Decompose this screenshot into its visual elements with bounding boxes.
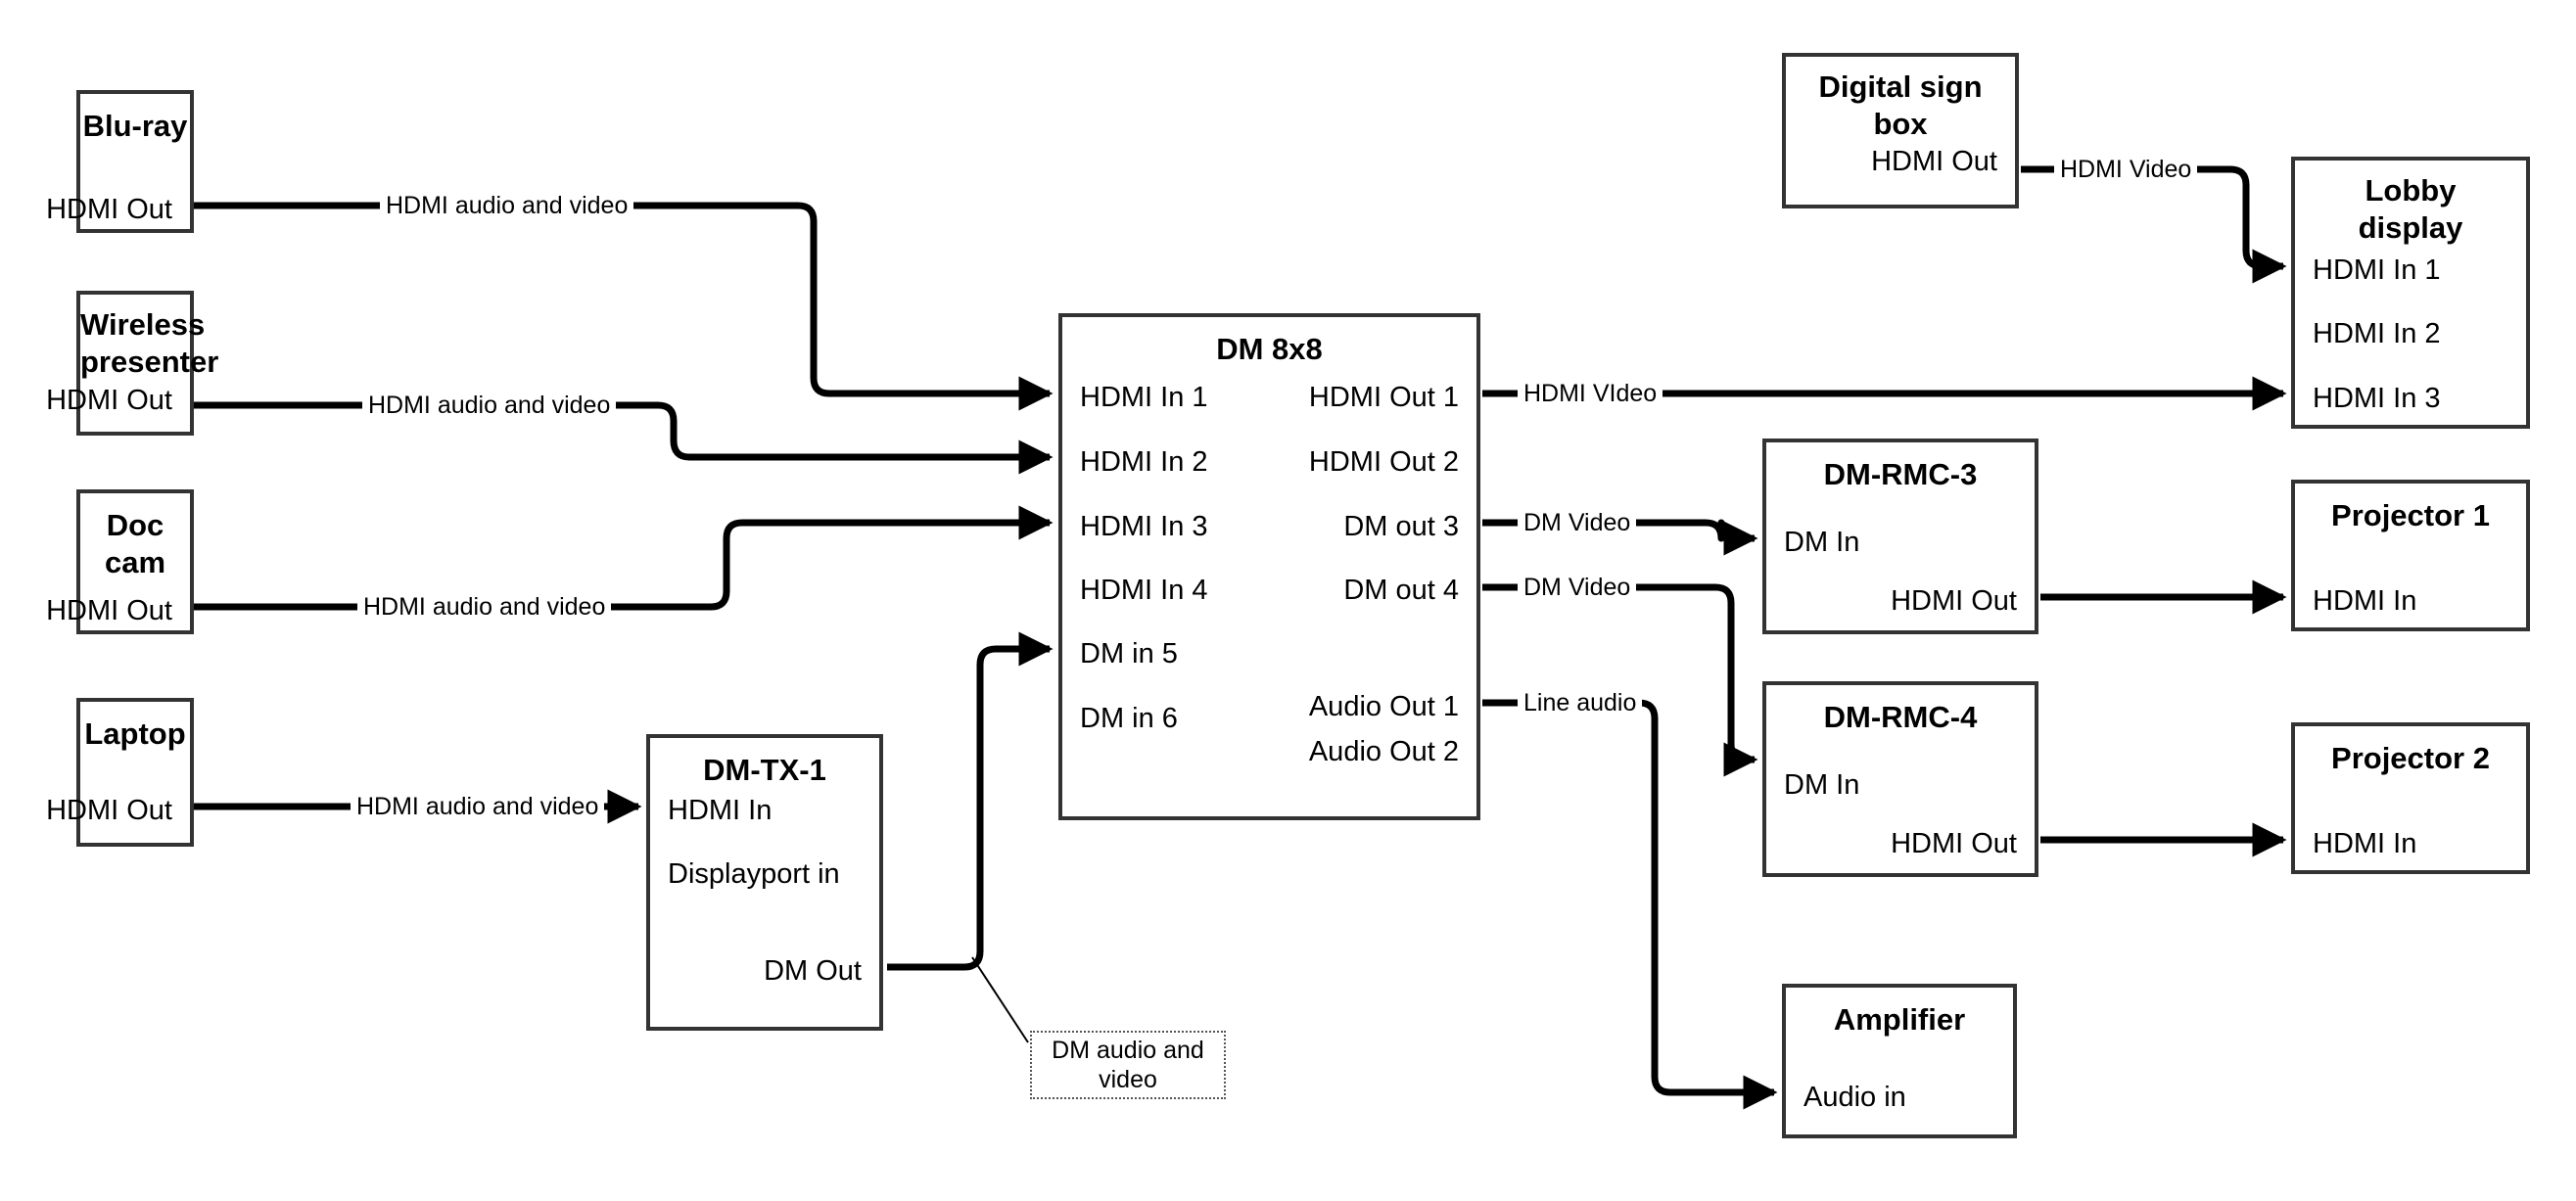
wire-doccam-to-dm-in3: [192, 505, 1054, 611]
callout-dm-audio-and-video: DM audio and video: [1030, 1031, 1226, 1099]
device-title: DM-RMC-3: [1823, 457, 1978, 491]
device-title: Digital sign box: [1818, 69, 1983, 141]
wire-label-hdmi-video: HDMI VIdeo: [1518, 379, 1663, 408]
device-dm-rmc-3[interactable]: DM-RMC-3 DM In HDMI Out: [1762, 439, 2038, 634]
port-projector1-hdmi-in[interactable]: HDMI In: [2313, 585, 2417, 617]
port-dm8x8-hdmi-in-1[interactable]: HDMI In 1: [1080, 382, 1208, 413]
wire-dm-audioout1-to-amp: [1482, 699, 1778, 1110]
wire-label-line-audio: Line audio: [1518, 688, 1643, 717]
device-title: Projector 1: [2331, 498, 2490, 532]
port-dm8x8-audio-out-1[interactable]: Audio Out 1: [1308, 691, 1459, 722]
port-lobby-hdmi-in-3[interactable]: HDMI In 3: [2313, 383, 2441, 414]
wire-wireless-to-dm-in2: [192, 401, 1054, 475]
device-title: DM-TX-1: [703, 753, 826, 787]
port-doccam-hdmi-out[interactable]: HDMI Out: [46, 595, 172, 626]
port-dm8x8-dm-out-4[interactable]: DM out 4: [1343, 575, 1459, 606]
port-rmc4-hdmi-out[interactable]: HDMI Out: [1891, 828, 2017, 859]
port-dm8x8-hdmi-out-1[interactable]: HDMI Out 1: [1308, 382, 1459, 413]
port-sign-hdmi-out[interactable]: HDMI Out: [1871, 146, 1997, 177]
port-dm8x8-dm-in-6[interactable]: DM in 6: [1080, 703, 1178, 734]
device-digital-sign-box[interactable]: Digital sign box HDMI Out: [1782, 53, 2019, 208]
device-title: Doc cam: [104, 508, 166, 579]
port-dmtx1-dm-out[interactable]: DM Out: [764, 955, 862, 987]
device-dm-rmc-4[interactable]: DM-RMC-4 DM In HDMI Out: [1762, 681, 2038, 877]
port-dm8x8-hdmi-out-2[interactable]: HDMI Out 2: [1308, 446, 1459, 478]
port-rmc3-hdmi-out[interactable]: HDMI Out: [1891, 585, 2017, 617]
device-title: Amplifier: [1833, 1002, 1966, 1037]
wire-tx-dmout-to-dm-in5: [887, 631, 1054, 971]
wire-label-doccam: HDMI audio and video: [357, 592, 612, 622]
port-rmc4-dm-in[interactable]: DM In: [1784, 769, 1860, 801]
device-title: Projector 2: [2331, 741, 2490, 775]
port-dm8x8-hdmi-in-2[interactable]: HDMI In 2: [1080, 446, 1208, 478]
device-bluray[interactable]: Blu-ray HDMI Out: [46, 90, 194, 233]
device-title: Blu-ray: [82, 109, 188, 143]
port-lobby-hdmi-in-2[interactable]: HDMI In 2: [2313, 318, 2441, 349]
port-dm8x8-hdmi-in-3[interactable]: HDMI In 3: [1080, 511, 1208, 542]
port-dmtx1-displayport-in[interactable]: Displayport in: [668, 858, 840, 890]
device-title: Laptop: [84, 716, 186, 751]
port-dm8x8-dm-in-5[interactable]: DM in 5: [1080, 638, 1178, 670]
wire-label-dm-video-4: DM Video: [1518, 573, 1637, 602]
callout-leader-line: [971, 956, 1029, 1043]
wire-label-dm-video-3: DM Video: [1518, 508, 1637, 537]
wire-label-laptop: HDMI audio and video: [351, 792, 605, 821]
wire-bluray-to-dm-in1: [192, 202, 1054, 411]
port-rmc3-dm-in[interactable]: DM In: [1784, 527, 1860, 558]
port-dm8x8-audio-out-2[interactable]: Audio Out 2: [1308, 736, 1459, 767]
port-wireless-hdmi-out[interactable]: HDMI Out: [46, 385, 172, 416]
device-title: DM-RMC-4: [1823, 700, 1978, 734]
wire-label-wireless: HDMI audio and video: [362, 391, 617, 420]
port-laptop-hdmi-out[interactable]: HDMI Out: [46, 795, 172, 826]
port-lobby-hdmi-in-1[interactable]: HDMI In 1: [2313, 254, 2441, 286]
device-wireless-presenter[interactable]: Wireless presenter HDMI Out: [46, 291, 219, 436]
device-dm-tx-1[interactable]: DM-TX-1 HDMI In Displayport in DM Out: [646, 734, 883, 1031]
port-projector2-hdmi-in[interactable]: HDMI In: [2313, 828, 2417, 859]
device-laptop[interactable]: Laptop HDMI Out: [46, 698, 194, 847]
device-title: Wireless presenter: [80, 307, 219, 379]
device-title: Lobby display: [2358, 173, 2463, 245]
port-dmtx1-hdmi-in[interactable]: HDMI In: [668, 795, 773, 826]
wire-dm-out4-to-rmc4-dmin: [1482, 583, 1758, 777]
device-amplifier[interactable]: Amplifier Audio in: [1782, 984, 2017, 1138]
port-amplifier-audio-in[interactable]: Audio in: [1803, 1082, 1906, 1113]
device-doc-cam[interactable]: Doc cam HDMI Out: [46, 489, 194, 634]
device-dm-8x8[interactable]: DM 8x8 HDMI In 1 HDMI In 2 HDMI In 3 HDM…: [1058, 313, 1480, 820]
device-projector-1[interactable]: Projector 1 HDMI In: [2291, 480, 2530, 631]
port-bluray-hdmi-out[interactable]: HDMI Out: [46, 194, 172, 225]
device-title: DM 8x8: [1216, 332, 1323, 366]
device-projector-2[interactable]: Projector 2 HDMI In: [2291, 722, 2530, 874]
port-dm8x8-dm-out-3[interactable]: DM out 3: [1343, 511, 1459, 542]
wire-label-sign-video: HDMI Video: [2054, 155, 2198, 184]
wire-label-bluray: HDMI audio and video: [380, 191, 634, 220]
port-dm8x8-hdmi-in-4[interactable]: HDMI In 4: [1080, 575, 1208, 606]
device-lobby-display[interactable]: Lobby display HDMI In 1 HDMI In 2 HDMI I…: [2291, 157, 2530, 429]
